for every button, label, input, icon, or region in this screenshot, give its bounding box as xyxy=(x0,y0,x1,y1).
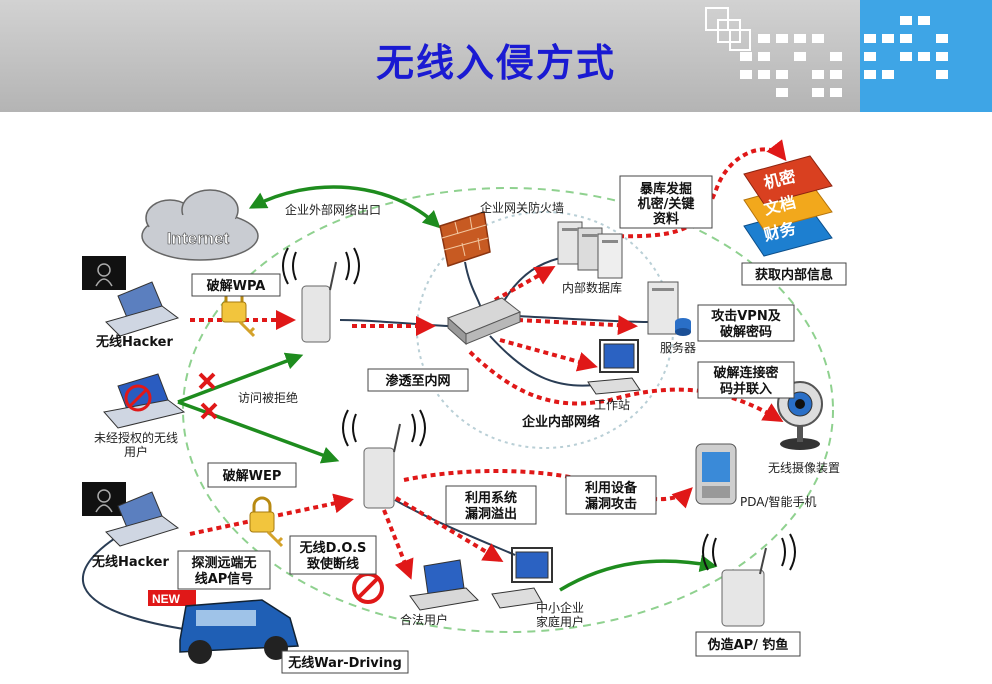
war-driving-car-icon: NEW xyxy=(148,590,299,664)
fake-ap-box-label: 伪造AP/ 钓鱼 xyxy=(707,637,789,653)
firewall-icon xyxy=(439,211,491,267)
firewall-label: 企业网关防火墙 xyxy=(480,200,564,215)
hacker-2-label: 无线Hacker xyxy=(91,554,169,570)
detect-ap-box-line1: 探测远端无 xyxy=(191,555,256,571)
intrusion-diagram: Internet 企业网关防火墙 企业外部网络出口 内部数据库 xyxy=(81,139,847,674)
hacker-1-label: 无线Hacker xyxy=(95,334,173,350)
server-label: 服务器 xyxy=(660,340,696,355)
war-driving-box-label: 无线War-Driving xyxy=(287,655,402,671)
documents-stack-icon xyxy=(743,155,833,257)
device-attack-box-line2: 漏洞攻击 xyxy=(585,496,637,512)
crack-link-box-line2: 码并联入 xyxy=(720,381,772,397)
hacker-1-avatar-icon xyxy=(82,256,126,290)
access-point-1-icon xyxy=(282,247,360,343)
internet-firewall-link xyxy=(248,185,441,229)
denied-label: 访问被拒绝 xyxy=(238,390,298,405)
pda-label: PDA/智能手机 xyxy=(740,494,817,509)
vpn-box-line2: 破解密码 xyxy=(720,324,772,340)
workstation-label: 工作站 xyxy=(594,398,630,412)
dos-box-line2: 致使断线 xyxy=(307,556,359,572)
unauthorized-laptop-icon xyxy=(103,373,186,429)
sme-label-1: 中小企业 xyxy=(536,600,584,615)
denied-x-icon-2 xyxy=(200,402,218,420)
denied-arrow-down xyxy=(177,400,340,464)
penetrate-box-label: 渗透至内网 xyxy=(385,373,450,389)
sys-overflow-box-line1: 利用系统 xyxy=(465,490,517,506)
denied-arrow-up xyxy=(177,352,304,404)
hacker-2-avatar-icon xyxy=(82,482,126,516)
legit-user-laptop-icon xyxy=(409,559,480,611)
camera-label: 无线摄像装置 xyxy=(768,460,840,475)
outer-network-boundary xyxy=(182,187,834,633)
brute-box-line1: 暴库发掘 xyxy=(639,181,692,197)
network-switch-icon xyxy=(447,297,521,346)
internet-label: Internet xyxy=(167,229,230,248)
brute-box-line2: 机密/关键 xyxy=(638,196,695,212)
wpa-box-label: 破解WPA xyxy=(207,278,266,294)
dos-box-line1: 无线D.O.S xyxy=(299,540,367,556)
internet-cloud-icon: Internet xyxy=(141,189,259,261)
pda-icon xyxy=(695,443,737,505)
unauthorized-label-2: 用户 xyxy=(124,444,148,459)
device-attack-box-line1: 利用设备 xyxy=(585,480,638,496)
lock-icon-2 xyxy=(249,496,284,548)
database-servers-icon xyxy=(557,221,623,279)
sme-fake-ap-link xyxy=(559,554,718,592)
detect-ap-box-line2: 线AP信号 xyxy=(195,571,254,587)
hacker-1-laptop-icon xyxy=(105,281,180,337)
fake-access-point-icon xyxy=(702,533,796,627)
no-entry-icon xyxy=(352,572,384,604)
get-info-box-label: 获取内部信息 xyxy=(755,267,833,283)
sme-label-2: 家庭用户 xyxy=(536,614,584,629)
new-badge: NEW xyxy=(152,592,181,606)
server-icon xyxy=(647,281,691,336)
sme-computer-icon xyxy=(491,547,553,609)
intranet-label: 企业内部网络 xyxy=(521,414,600,430)
database-label: 内部数据库 xyxy=(562,280,622,295)
sys-overflow-box-line2: 漏洞溢出 xyxy=(465,506,517,522)
wep-box-label: 破解WEP xyxy=(223,468,282,484)
brute-box-line3: 资料 xyxy=(653,211,679,227)
hacker-2-laptop-icon xyxy=(105,491,180,547)
slide-header: 无线入侵方式 xyxy=(0,0,992,112)
denied-x-icon-1 xyxy=(198,372,216,390)
header-decoration-tiles xyxy=(705,0,992,112)
vpn-box-line1: 攻击VPN及 xyxy=(711,308,781,324)
workstation-icon xyxy=(587,339,641,395)
page-title: 无线入侵方式 xyxy=(375,41,616,85)
crack-link-box-line1: 破解连接密 xyxy=(713,365,778,381)
unauthorized-label-1: 未经授权的无线 xyxy=(94,430,178,445)
exit-label: 企业外部网络出口 xyxy=(285,202,381,217)
legit-user-label: 合法用户 xyxy=(400,612,448,627)
access-point-2-icon xyxy=(342,409,426,509)
